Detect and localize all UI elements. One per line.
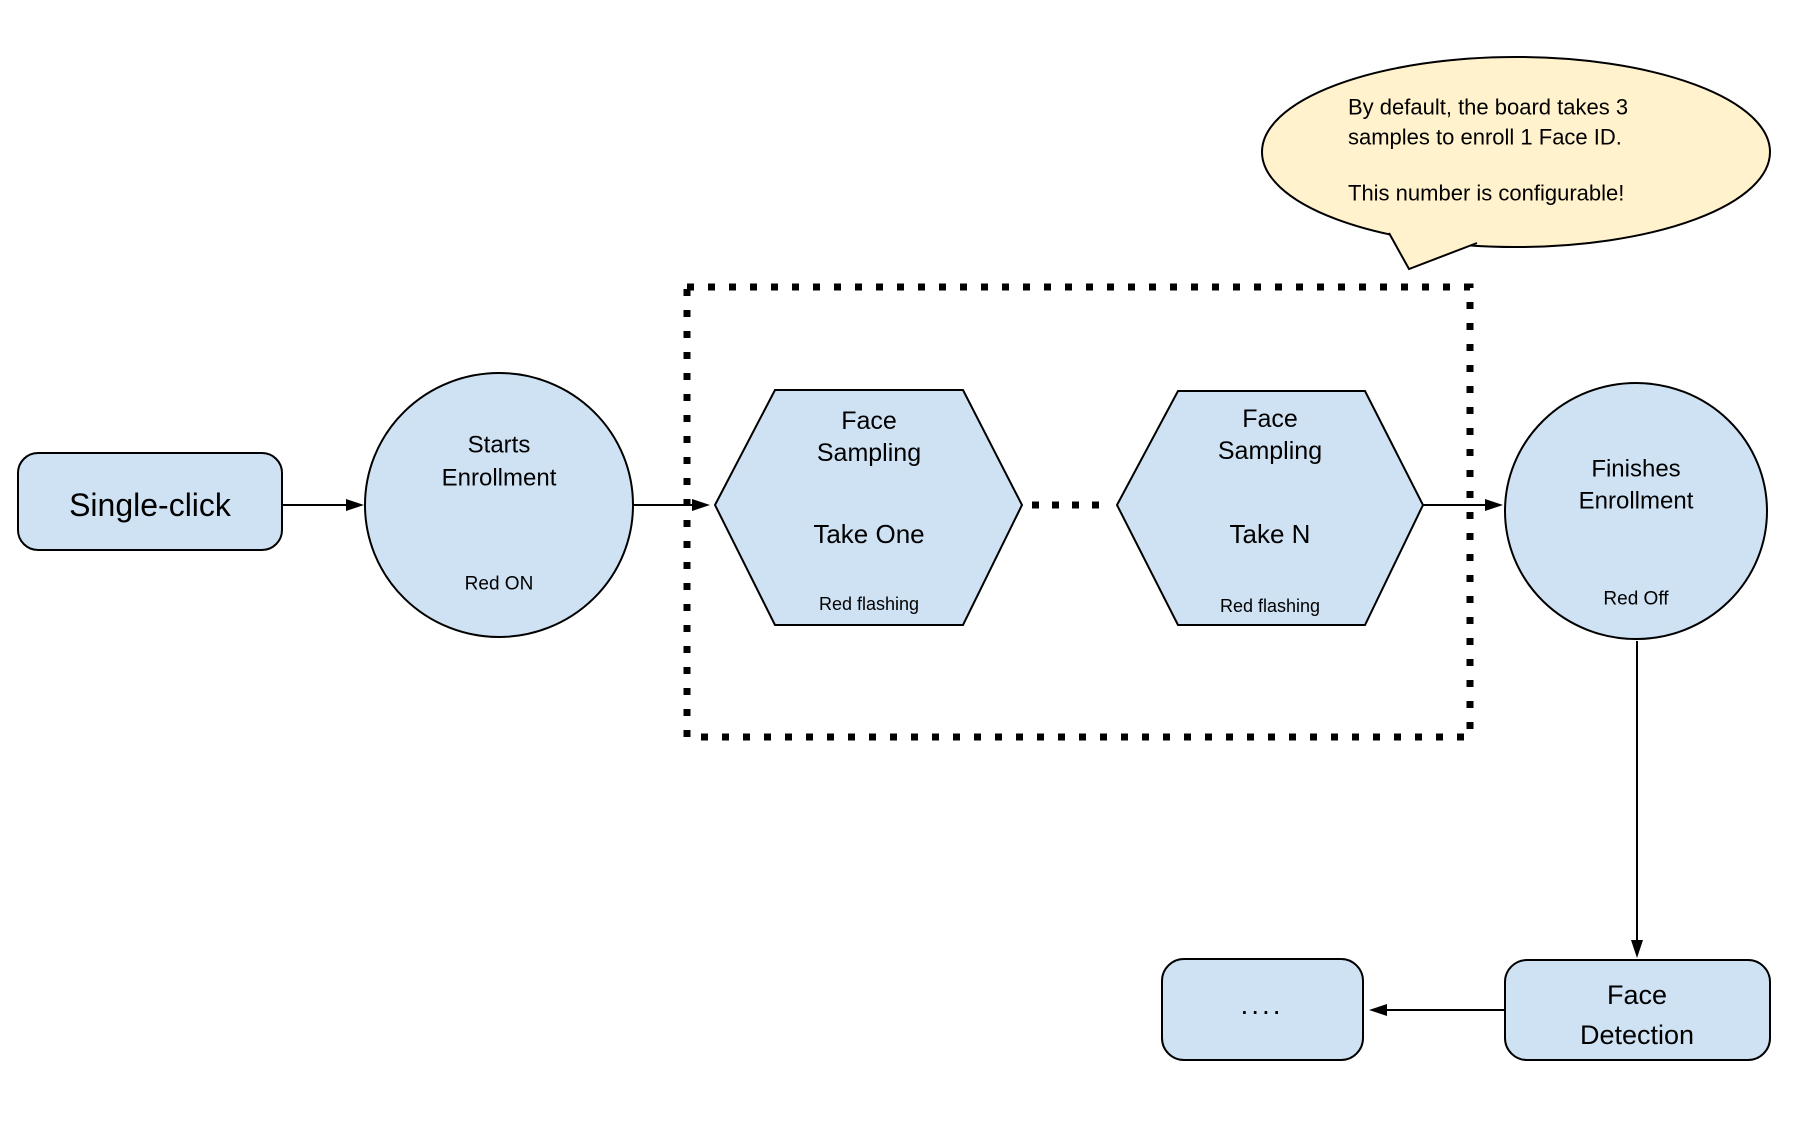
face-sampling-one-hexagon [713, 389, 1024, 626]
callout-ellipse [1261, 56, 1771, 248]
continuation-label: .... [1240, 989, 1283, 1020]
sampling-n-status: Red flashing [1220, 596, 1320, 616]
callout-tail [1388, 232, 1478, 271]
callout-bubble: By default, the board takes 3 samples to… [1261, 56, 1771, 271]
node-starts-enrollment: Starts Enrollment Red ON [364, 372, 634, 638]
node-single-click: Single-click [17, 452, 283, 551]
single-click-box [17, 452, 283, 551]
node-face-sampling-take-n: Face Sampling Take N Red flashing [1115, 390, 1425, 626]
finishes-enrollment-status: Red Off [1603, 589, 1669, 610]
callout-text-line3: This number is configurable! [1348, 181, 1624, 206]
face-detection-title1: Face [1607, 980, 1667, 1010]
face-detection-title2: Detection [1580, 1020, 1694, 1050]
starts-enrollment-circle [364, 372, 634, 638]
finishes-enrollment-title1: Finishes [1591, 456, 1680, 483]
single-click-label: Single-click [69, 487, 232, 523]
node-finishes-enrollment: Finishes Enrollment Red Off [1504, 382, 1768, 640]
sampling-one-title1: Face [841, 407, 897, 435]
starts-enrollment-status: Red ON [465, 574, 534, 595]
sampling-n-title2: Sampling [1218, 437, 1322, 465]
node-face-detection: Face Detection [1504, 959, 1771, 1061]
callout-text-line1: By default, the board takes 3 [1348, 95, 1628, 120]
sampling-n-step: Take N [1230, 519, 1311, 549]
sampling-one-status: Red flashing [819, 594, 919, 614]
callout-text-line2: samples to enroll 1 Face ID. [1348, 125, 1622, 150]
finishes-enrollment-title2: Enrollment [1579, 488, 1694, 515]
sampling-one-step: Take One [813, 519, 924, 549]
node-continuation: .... [1161, 958, 1364, 1061]
node-face-sampling-take-one: Face Sampling Take One Red flashing [713, 389, 1024, 626]
continuation-box [1161, 958, 1364, 1061]
sampling-one-title2: Sampling [817, 439, 921, 467]
sampling-n-title1: Face [1242, 405, 1298, 433]
starts-enrollment-title1: Starts [468, 432, 531, 459]
sampling-group-dotted-frame [683, 283, 1474, 741]
starts-enrollment-title2: Enrollment [442, 465, 557, 492]
finishes-enrollment-circle [1504, 382, 1768, 640]
